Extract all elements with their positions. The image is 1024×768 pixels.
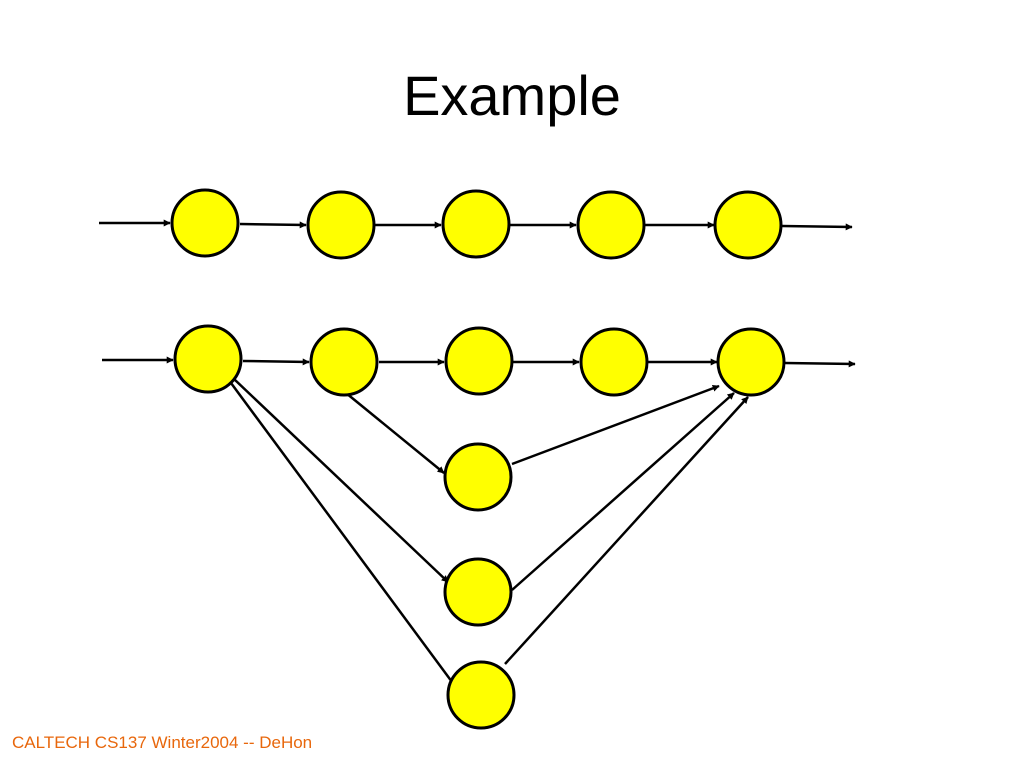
edge-row2-1-2 — [242, 358, 310, 366]
slide-title: Example — [403, 64, 621, 127]
edge-row2-output — [784, 360, 856, 368]
node-row1-1 — [170, 188, 240, 258]
edge-b1-to-n5 — [511, 384, 720, 466]
edge-row1-output — [781, 223, 853, 231]
node-row2-2 — [309, 327, 379, 397]
node-row2-1 — [173, 324, 243, 394]
node-row1-3 — [441, 189, 511, 259]
node-branch-2 — [443, 557, 513, 627]
node-branch-1 — [443, 442, 513, 512]
node-row1-2 — [306, 190, 376, 260]
edge-row1-1-2 — [239, 221, 307, 229]
edge-b2-to-n5 — [511, 392, 735, 591]
edge-n1-to-b2 — [233, 378, 449, 583]
edge-n2-to-b1 — [345, 392, 445, 474]
node-row2-5 — [716, 327, 786, 397]
node-row2-3 — [444, 326, 514, 396]
edge-n1-to-b3 — [229, 382, 457, 687]
footer-credit: CALTECH CS137 Winter2004 -- DeHon — [12, 733, 313, 752]
node-branch-3 — [446, 660, 516, 730]
edge-b3-to-n5 — [504, 396, 749, 665]
node-row2-4 — [579, 327, 649, 397]
node-row1-4 — [576, 190, 646, 260]
node-row1-5 — [713, 190, 783, 260]
